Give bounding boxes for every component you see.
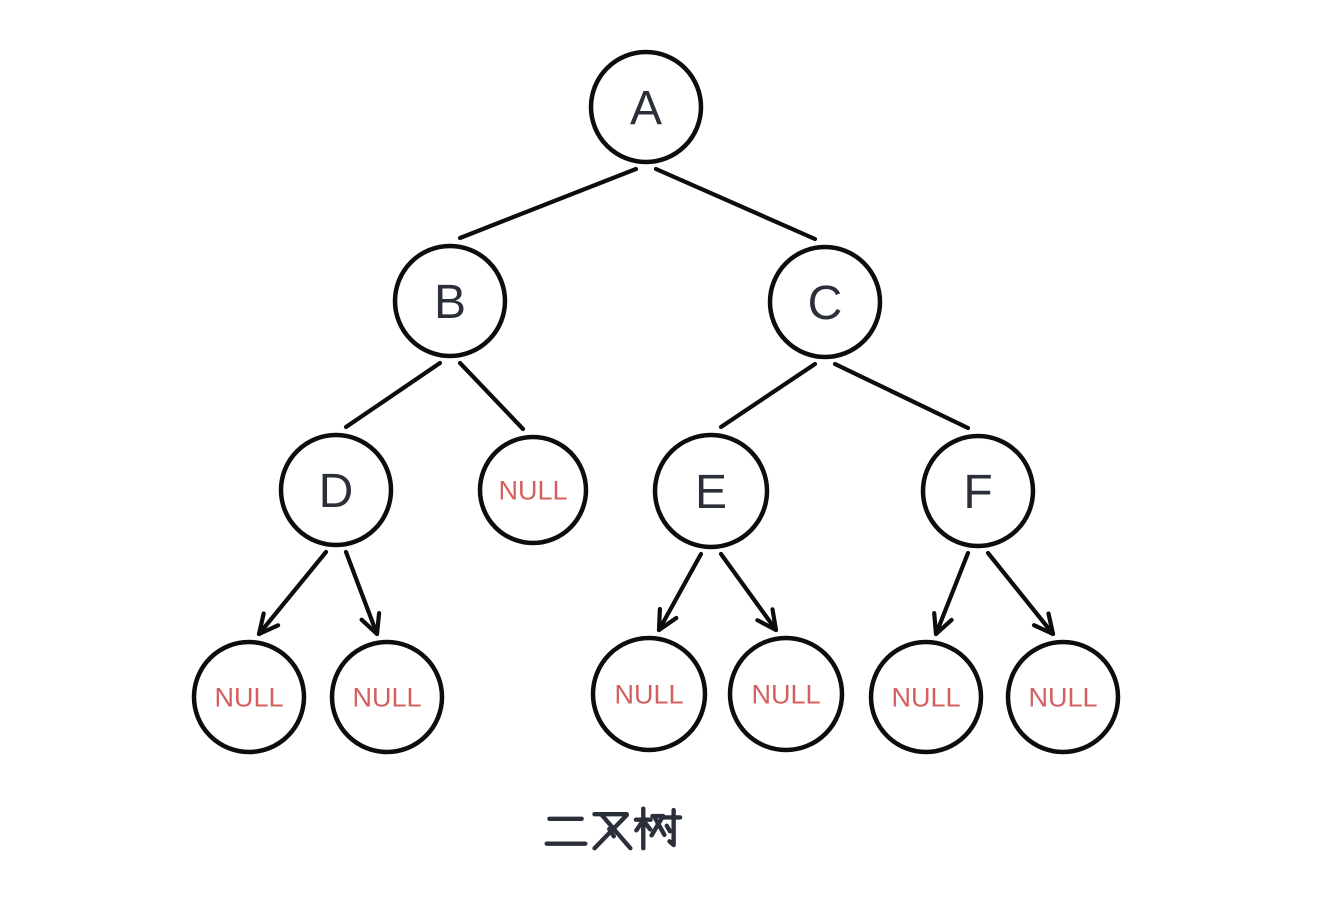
tree-node-F: F bbox=[920, 433, 1036, 549]
node-circle bbox=[477, 434, 589, 546]
edge-A-C bbox=[653, 166, 818, 242]
node-label: A bbox=[630, 82, 662, 135]
arrow-edge-D-N1 bbox=[256, 549, 329, 637]
node-circle bbox=[278, 432, 394, 548]
tree-node-A: A bbox=[588, 49, 704, 165]
node-circle bbox=[588, 49, 704, 165]
node-circle bbox=[329, 639, 445, 755]
node-label: NULL bbox=[614, 679, 683, 709]
node-circle bbox=[1005, 639, 1121, 755]
tree-node-C: C bbox=[767, 244, 883, 360]
node-label: NULL bbox=[1028, 682, 1097, 712]
node-circle bbox=[392, 243, 508, 359]
arrowhead-icon bbox=[755, 607, 779, 633]
arrowhead-icon bbox=[256, 611, 281, 637]
arrowhead-icon bbox=[359, 611, 382, 637]
node-label: E bbox=[695, 466, 727, 519]
arrowhead-icon bbox=[656, 606, 679, 633]
arrow-edge-E-N3 bbox=[656, 551, 704, 633]
tree-node-null-N3: NULL bbox=[590, 635, 708, 753]
title-glyph bbox=[544, 816, 588, 846]
node-circle bbox=[652, 432, 770, 550]
tree-node-B: B bbox=[392, 243, 508, 359]
tree-node-E: E bbox=[652, 432, 770, 550]
node-circle bbox=[767, 244, 883, 360]
node-label: C bbox=[808, 277, 843, 330]
edge-C-F bbox=[832, 361, 971, 431]
arrow-edge-E-N4 bbox=[718, 551, 779, 633]
node-circle bbox=[727, 635, 845, 753]
edge-A-B bbox=[457, 166, 639, 241]
edge-C-E bbox=[718, 361, 818, 430]
node-circle bbox=[590, 635, 708, 753]
arrow-edge-D-N2 bbox=[343, 549, 382, 637]
tree-node-null-NB: NULL bbox=[477, 434, 589, 546]
node-label: NULL bbox=[214, 682, 283, 712]
tree-node-null-N2: NULL bbox=[329, 639, 445, 755]
arrowhead-icon bbox=[932, 611, 954, 637]
title-glyph bbox=[592, 812, 633, 851]
title-glyph bbox=[633, 806, 683, 851]
tree-node-null-N5: NULL bbox=[868, 639, 984, 755]
node-circle bbox=[920, 433, 1036, 549]
arrowhead-icon bbox=[1031, 611, 1056, 637]
node-label: NULL bbox=[498, 475, 567, 505]
node-label: NULL bbox=[891, 682, 960, 712]
node-circle bbox=[191, 639, 307, 755]
diagram-title bbox=[544, 806, 683, 851]
node-circle bbox=[868, 639, 984, 755]
tree-node-null-N1: NULL bbox=[191, 639, 307, 755]
tree-node-D: D bbox=[278, 432, 394, 548]
node-label: B bbox=[434, 276, 466, 329]
node-label: NULL bbox=[352, 682, 421, 712]
tree-node-null-N6: NULL bbox=[1005, 639, 1121, 755]
node-label: NULL bbox=[751, 679, 820, 709]
node-label: F bbox=[963, 466, 992, 519]
tree-node-null-N4: NULL bbox=[727, 635, 845, 753]
edge-B-D bbox=[343, 360, 443, 430]
node-label: D bbox=[319, 465, 354, 518]
edge-B-NB bbox=[457, 360, 526, 432]
arrow-edge-F-N5 bbox=[932, 550, 971, 637]
arrow-edge-F-N6 bbox=[985, 550, 1056, 637]
